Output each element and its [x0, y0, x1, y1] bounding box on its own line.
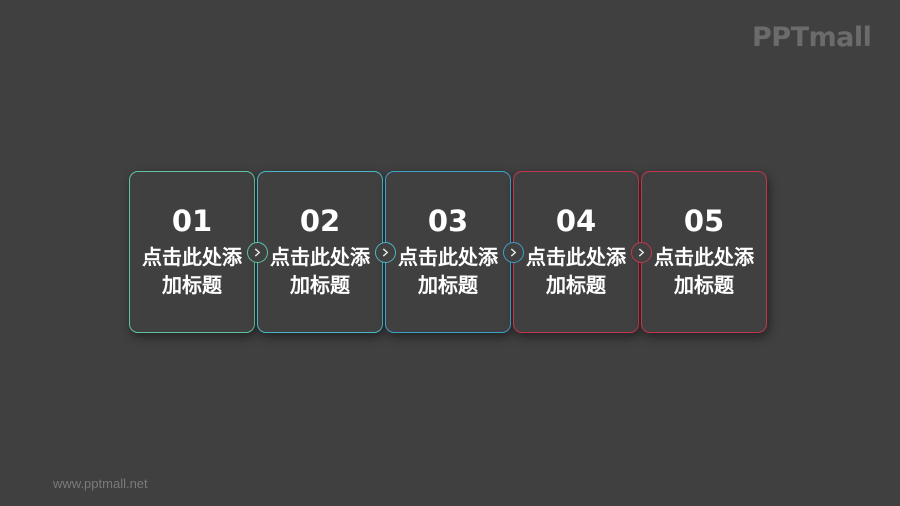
- process-steps: 01 点击此处添加标题 02 点击此处添加标题 03 点击此处添加标题 04 点…: [129, 171, 771, 335]
- footer-url: www.pptmall.net: [53, 476, 148, 491]
- pptmall-logo: PPTmall: [752, 22, 872, 53]
- step-title: 点击此处添加标题: [270, 245, 370, 297]
- step-card-4: 04 点击此处添加标题: [513, 171, 639, 333]
- step-number: 01: [171, 204, 213, 238]
- step-card-5: 05 点击此处添加标题: [641, 171, 767, 333]
- step-card-1: 01 点击此处添加标题: [129, 171, 255, 333]
- step-title: 点击此处添加标题: [654, 245, 754, 297]
- chevron-right-icon: [503, 242, 524, 263]
- step-title: 点击此处添加标题: [526, 245, 626, 297]
- step-number: 03: [427, 204, 469, 238]
- step-number: 04: [555, 204, 597, 238]
- step-title: 点击此处添加标题: [398, 245, 498, 297]
- chevron-right-icon: [375, 242, 396, 263]
- step-number: 05: [683, 204, 725, 238]
- step-card-3: 03 点击此处添加标题: [385, 171, 511, 333]
- chevron-right-icon: [631, 242, 652, 263]
- step-card-2: 02 点击此处添加标题: [257, 171, 383, 333]
- step-number: 02: [299, 204, 341, 238]
- step-title: 点击此处添加标题: [142, 245, 242, 297]
- chevron-right-icon: [247, 242, 268, 263]
